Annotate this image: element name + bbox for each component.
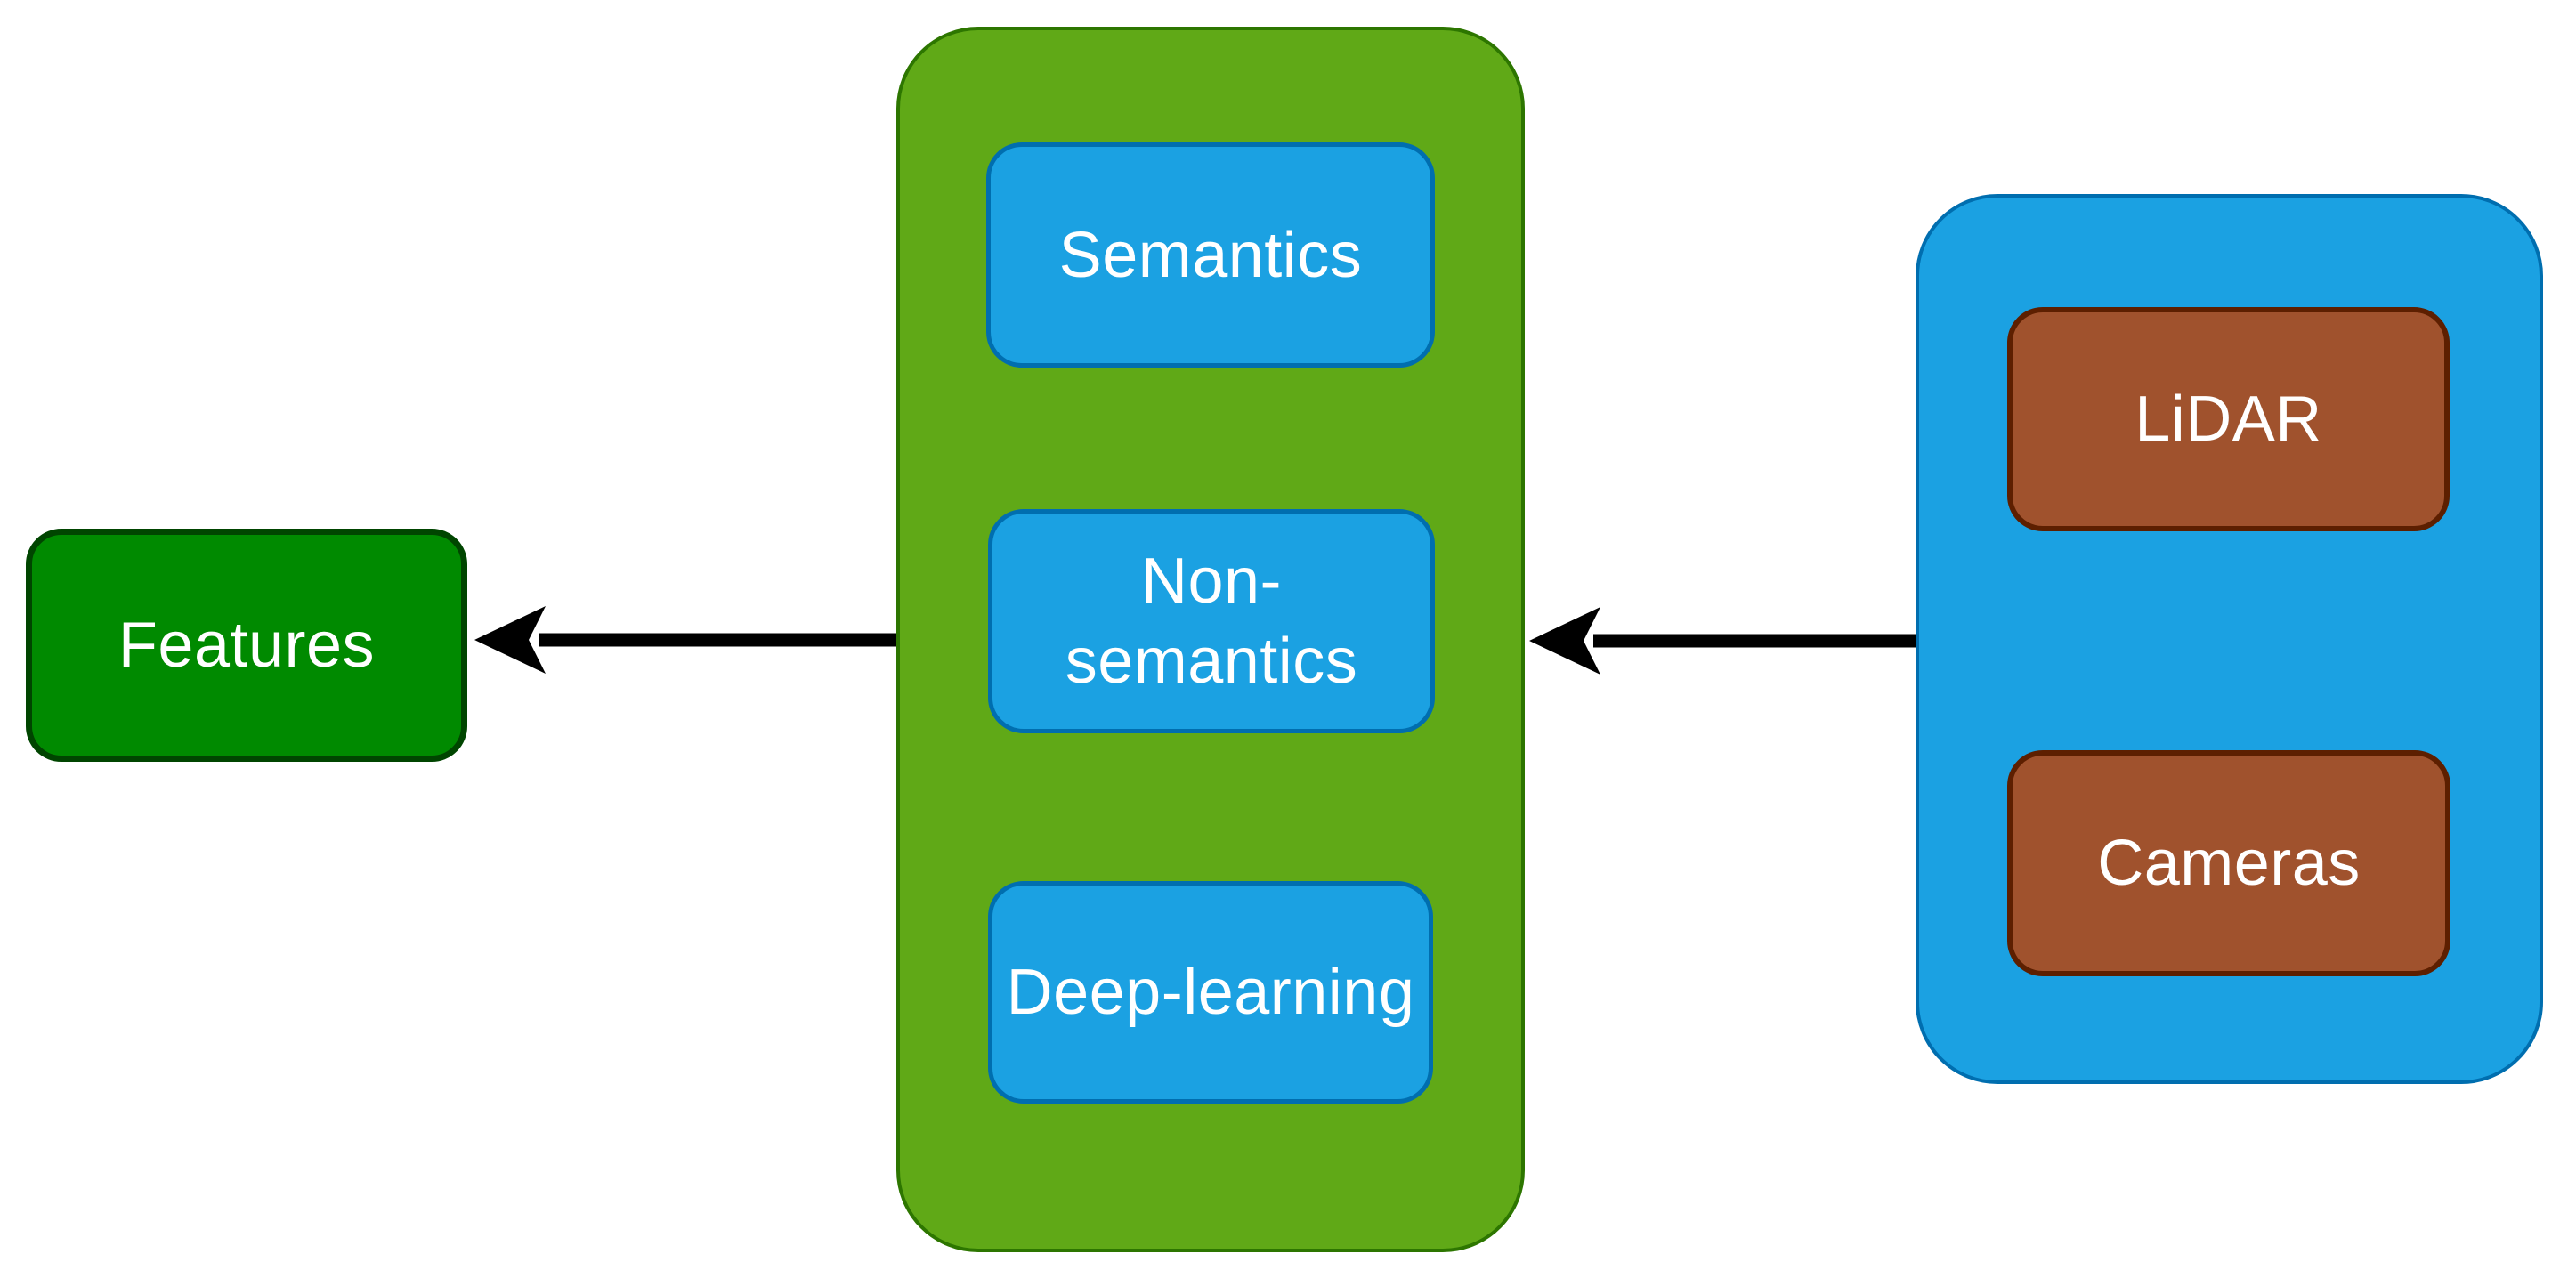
deep-learning-label: Deep-learning <box>1006 957 1415 1028</box>
deep-learning-node: Deep-learning <box>988 881 1433 1104</box>
arrowhead-left-icon <box>474 606 546 674</box>
lidar-label: LiDAR <box>2135 384 2322 455</box>
arrow-sensors-to-pipeline <box>1529 607 1916 675</box>
arrow-pipeline-to-features <box>474 606 896 674</box>
cameras-node: Cameras <box>2007 750 2450 976</box>
features-label: Features <box>117 610 376 681</box>
arrowhead-left-icon <box>1529 607 1600 675</box>
lidar-node: LiDAR <box>2007 307 2450 531</box>
non-semantics-label: Non- semantics <box>1065 546 1358 697</box>
semantics-label: Semantics <box>1058 219 1363 291</box>
non-semantics-node: Non- semantics <box>988 509 1435 733</box>
semantics-node: Semantics <box>986 142 1435 368</box>
features-node: Features <box>26 529 467 762</box>
cameras-label: Cameras <box>2097 828 2361 899</box>
